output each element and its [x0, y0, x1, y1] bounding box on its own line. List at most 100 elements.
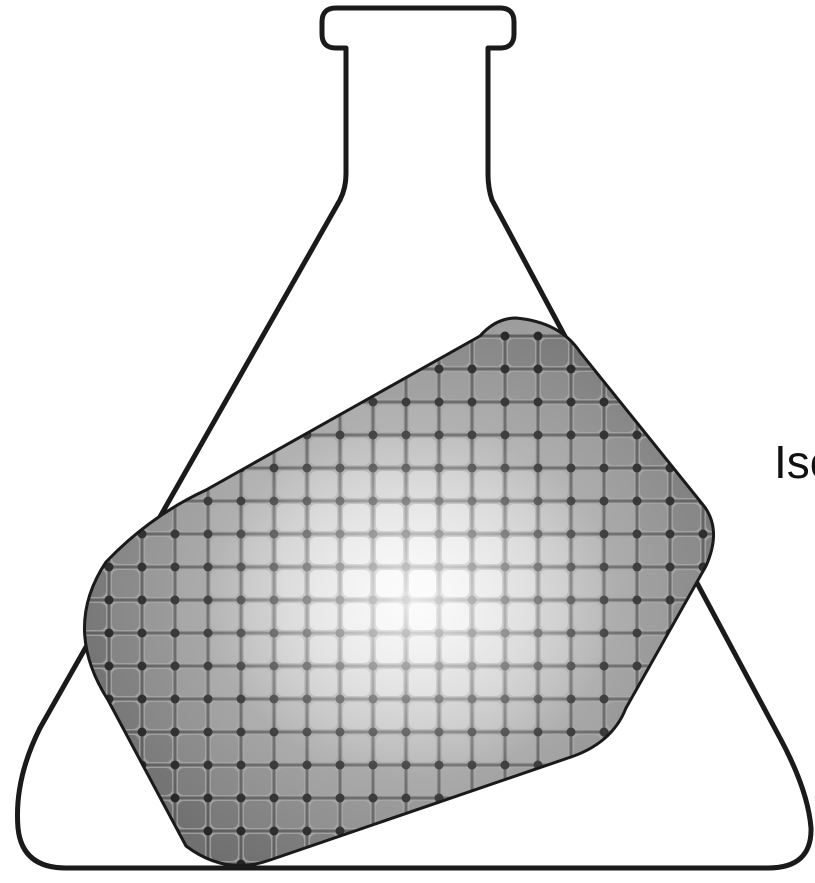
lattice-node [204, 332, 213, 341]
lattice-node [666, 431, 675, 440]
lattice-cell [79, 735, 106, 762]
lattice-node [699, 431, 708, 440]
lattice-node [303, 365, 312, 374]
lattice-cell [607, 735, 634, 762]
lattice-node [633, 761, 642, 770]
lattice-node [72, 563, 81, 572]
lattice-node [369, 332, 378, 341]
lattice-node [72, 695, 81, 704]
lattice-node [72, 728, 81, 737]
lattice-cell [640, 834, 667, 861]
lattice-cell [607, 339, 634, 366]
lattice-node [138, 464, 147, 473]
lattice-cell [79, 537, 106, 564]
lattice-node [105, 464, 114, 473]
lattice-cell [673, 702, 700, 729]
lattice-cell [112, 834, 139, 861]
lattice-node [567, 794, 576, 803]
lattice-node [732, 761, 741, 770]
lattice-node [633, 827, 642, 836]
lattice-block [60, 300, 741, 883]
lattice-node [732, 596, 741, 605]
lattice-cell [673, 339, 700, 366]
lattice-cell [541, 801, 568, 828]
lattice-node [699, 794, 708, 803]
lattice-node [72, 332, 81, 341]
lattice-node [666, 761, 675, 770]
lattice-cell [145, 372, 172, 399]
lattice-node [567, 761, 576, 770]
lattice-node [72, 530, 81, 539]
lattice-node [666, 827, 675, 836]
lattice-cell [673, 735, 700, 762]
lattice-node [237, 398, 246, 407]
lattice-cell [673, 768, 700, 795]
lattice-node [72, 629, 81, 638]
lattice-cell [376, 339, 403, 366]
lattice-cell [574, 801, 601, 828]
lattice-cell [112, 801, 139, 828]
lattice-node [105, 365, 114, 374]
lattice-cell [145, 834, 172, 861]
lattice-node [270, 398, 279, 407]
lattice-node [468, 827, 477, 836]
lattice-cell [79, 504, 106, 531]
lattice-cell [79, 471, 106, 498]
lattice-cell [145, 438, 172, 465]
lattice-cell [112, 339, 139, 366]
lattice-node [732, 695, 741, 704]
lattice-cell [277, 372, 304, 399]
lattice-cell [79, 405, 106, 432]
lattice-node [666, 398, 675, 407]
lattice-cell [706, 768, 733, 795]
lattice-node [699, 761, 708, 770]
lattice-node [237, 431, 246, 440]
lattice-cell [706, 339, 733, 366]
lattice-cell [211, 339, 238, 366]
lattice-node [732, 530, 741, 539]
lattice-cell [706, 735, 733, 762]
lattice-cell [343, 372, 370, 399]
lattice-node [270, 365, 279, 374]
lattice-cell [673, 669, 700, 696]
lattice-cell [79, 702, 106, 729]
lattice-node [138, 431, 147, 440]
lattice-node [666, 794, 675, 803]
lattice-node [567, 827, 576, 836]
lattice-cell [244, 372, 271, 399]
lattice-node [303, 332, 312, 341]
lattice-cell [673, 801, 700, 828]
lattice-node [699, 827, 708, 836]
lattice-node [138, 497, 147, 506]
lattice-cell [79, 801, 106, 828]
lattice-cell [112, 504, 139, 531]
lattice-cell [145, 405, 172, 432]
lattice-cell [442, 801, 469, 828]
lattice-cell [79, 438, 106, 465]
lattice-node [633, 365, 642, 374]
lattice-node [369, 827, 378, 836]
lattice-node [72, 827, 81, 836]
lattice-node [699, 662, 708, 671]
lattice-node [732, 464, 741, 473]
lattice-cell [640, 702, 667, 729]
lattice-cell [706, 405, 733, 432]
lattice-node [237, 332, 246, 341]
lattice-node [72, 365, 81, 374]
lattice-cell [706, 669, 733, 696]
lattice-node [732, 794, 741, 803]
lattice-node [633, 332, 642, 341]
lattice-node [732, 497, 741, 506]
lattice-cell [640, 768, 667, 795]
lattice-node [72, 464, 81, 473]
lattice-node [72, 761, 81, 770]
lattice-cell [442, 834, 469, 861]
lattice-cell [178, 339, 205, 366]
lattice-node [732, 398, 741, 407]
lattice-cell [475, 834, 502, 861]
lattice-node [699, 365, 708, 374]
lattice-cell [640, 735, 667, 762]
lattice-cell [673, 438, 700, 465]
lattice-node [600, 332, 609, 341]
lattice-node [435, 332, 444, 341]
